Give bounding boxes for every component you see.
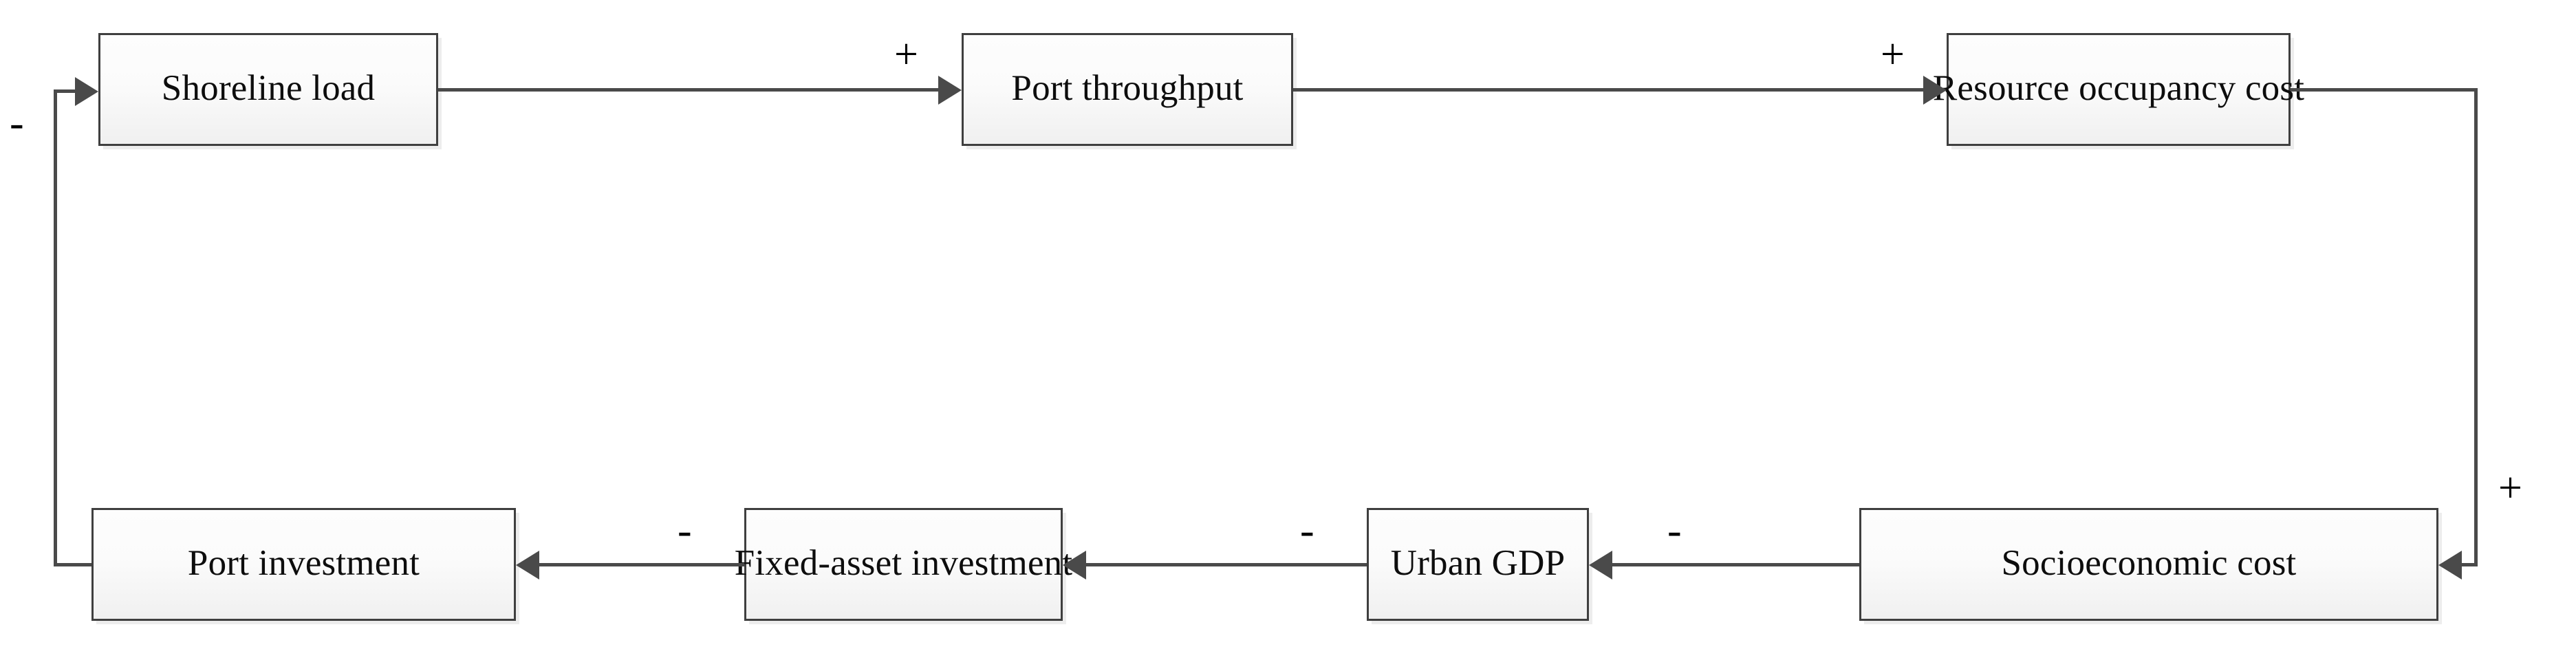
edge-fixed-asset-to-port-investment-arrowhead: [516, 551, 539, 580]
edge-gdp-to-fixed-asset-line: [1086, 563, 1367, 566]
sign-gdp-to-fixed-asset: -: [1300, 507, 1314, 554]
sign-throughput-to-occupancy: +: [1881, 31, 1905, 78]
sign-socioeconomic-to-gdp: -: [1667, 507, 1682, 554]
node-fixed-asset-investment[interactable]: Fixed-asset investment: [735, 508, 1072, 621]
node-resource-occupancy-cost[interactable]: Resource occupancy cost: [1933, 33, 2304, 146]
node-label-socioeconomic-cost: Socioeconomic cost: [2001, 542, 2297, 583]
sign-fixed-asset-to-port-investment: -: [678, 507, 692, 554]
edge-port-investment-feedback-bottom-segment: [54, 563, 91, 566]
edge-port-investment-feedback-top-segment: [54, 89, 75, 93]
node-port-throughput[interactable]: Port throughput: [962, 33, 1293, 146]
edge-fixed-asset-to-port-investment-line: [539, 563, 744, 566]
edge-socioeconomic-to-gdp-line: [1612, 563, 1859, 566]
node-label-port-investment: Port investment: [187, 542, 420, 583]
edge-throughput-to-occupancy-line: [1293, 88, 1923, 92]
node-label-urban-gdp: Urban GDP: [1390, 542, 1566, 583]
node-label-port-throughput: Port throughput: [1011, 67, 1244, 108]
sign-port-investment-feedback: -: [10, 100, 24, 147]
node-label-resource-occupancy-cost: Resource occupancy cost: [1932, 67, 2305, 108]
node-label-shoreline-load: Shoreline load: [161, 67, 376, 108]
node-urban-gdp[interactable]: Urban GDP: [1367, 508, 1589, 621]
edge-throughput-to-occupancy-arrowhead: [1923, 76, 1947, 105]
node-socioeconomic-cost[interactable]: Socioeconomic cost: [1859, 508, 2438, 621]
edge-port-investment-feedback-arrowhead: [75, 77, 98, 106]
edge-occupancy-to-socioeconomic-bottom-segment: [2462, 563, 2478, 566]
edge-gdp-to-fixed-asset-arrowhead: [1063, 551, 1086, 580]
node-port-investment[interactable]: Port investment: [91, 508, 516, 621]
edge-occupancy-to-socioeconomic-top-segment: [2291, 88, 2478, 92]
edge-socioeconomic-to-gdp-arrowhead: [1589, 551, 1612, 580]
edge-port-investment-feedback-vertical-segment: [54, 89, 57, 566]
edge-occupancy-to-socioeconomic-vertical-segment: [2474, 88, 2478, 564]
sign-occupancy-to-socioeconomic: +: [2498, 465, 2522, 511]
edge-occupancy-to-socioeconomic-arrowhead: [2438, 551, 2462, 580]
sign-shoreline-to-throughput: +: [894, 31, 918, 78]
node-label-fixed-asset-investment: Fixed-asset investment: [734, 542, 1073, 583]
edge-shoreline-to-throughput-line: [438, 88, 938, 92]
node-shoreline-load[interactable]: Shoreline load: [98, 33, 438, 146]
edge-shoreline-to-throughput-arrowhead: [938, 76, 962, 105]
